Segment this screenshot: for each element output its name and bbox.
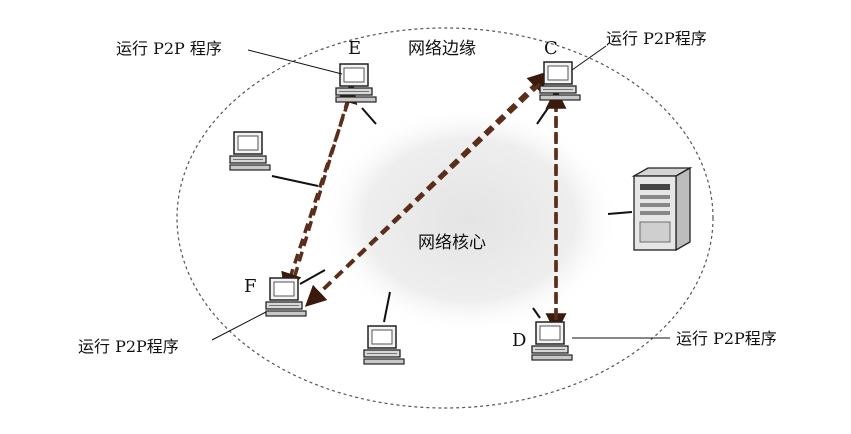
access-link-server <box>607 211 633 215</box>
p2p-link-e-to-f <box>281 101 350 294</box>
access-link-c <box>536 107 549 125</box>
computer-bottom <box>363 325 405 365</box>
network-edge-label: 网络边缘 <box>408 39 476 59</box>
node-label-e: E <box>348 38 361 59</box>
p2p-program-label-d: 运行 P2P程序 <box>676 329 777 348</box>
access-link-pc-left <box>271 175 319 187</box>
network-core-label: 网络核心 <box>418 233 486 253</box>
p2p-program-label-e: 运行 P2P 程序 <box>116 39 222 58</box>
computer-c <box>539 61 581 101</box>
node-label-c: C <box>544 38 558 59</box>
network-core-cloud <box>320 105 620 335</box>
node-label-f: F <box>244 276 257 297</box>
network-edge-boundary <box>176 27 714 409</box>
computer-e <box>335 63 377 103</box>
computer-d <box>531 321 573 361</box>
p2p-program-label-c: 运行 P2P程序 <box>606 29 707 48</box>
p2p-link-c-to-f <box>304 82 542 307</box>
p2p-program-label-f: 运行 P2P程序 <box>78 337 179 356</box>
access-link-f <box>299 269 326 285</box>
access-link-e <box>361 107 377 125</box>
callout-line-e <box>247 49 343 75</box>
computer-left <box>229 131 271 171</box>
access-link-pc-bottom <box>383 291 391 323</box>
access-link-d <box>532 307 541 319</box>
callout-line-f <box>211 311 267 341</box>
node-label-d: D <box>512 330 526 351</box>
callout-line-c <box>571 45 607 71</box>
server-icon <box>631 166 693 252</box>
